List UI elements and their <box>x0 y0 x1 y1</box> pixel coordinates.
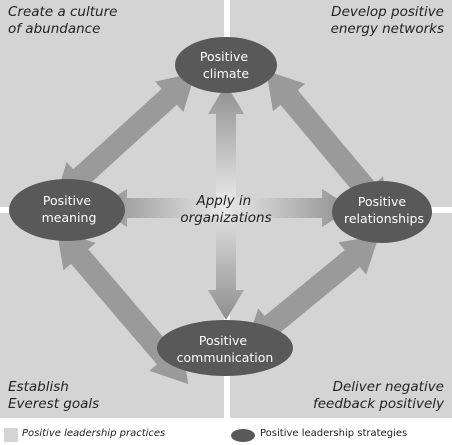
corner-bottom-right-label: Deliver negative feedback positively <box>313 379 444 412</box>
legend-practices-label: Positive leadership practices <box>22 428 166 439</box>
quadrant-top-left <box>0 0 224 207</box>
corner-bottom-left-label: Establish Everest goals <box>8 379 100 412</box>
legend-practices-swatch <box>4 428 18 442</box>
node-climate-line-1: Positive <box>200 49 248 64</box>
center-line-1: Apply in <box>195 193 251 209</box>
node-relationships-line-2: relationships <box>344 211 424 226</box>
corner-top-right-label: Develop positive energy networks <box>330 4 444 37</box>
node-positive-meaning <box>9 179 125 241</box>
node-meaning-line-2: meaning <box>42 210 97 225</box>
node-climate-label: Positive climate <box>200 49 252 81</box>
legend-strategies-label: Positive leadership strategies <box>260 428 408 439</box>
node-positive-communication <box>157 320 293 376</box>
node-communication-line-2: communication <box>177 350 274 365</box>
node-relationships-line-1: Positive <box>358 194 406 209</box>
corner-top-left-label: Create a culture of abundance <box>8 4 118 37</box>
arrow-climate-relationships <box>266 70 390 218</box>
arrow-climate-meaning <box>54 72 196 202</box>
center-line-2: organizations <box>180 210 271 226</box>
arrow-meaning-communication <box>56 229 189 385</box>
node-communication-line-1: Positive <box>199 333 247 348</box>
legend-strategies-swatch <box>231 429 255 442</box>
node-positive-relationships <box>332 181 432 243</box>
leadership-diagram: Positive climate Positive meaning Positi… <box>0 0 452 418</box>
center-label: Apply in organizations <box>180 193 271 226</box>
node-climate-line-2: climate <box>203 66 250 81</box>
arrow-horizontal-center <box>97 189 352 227</box>
node-communication-label: Positive communication <box>177 333 274 365</box>
node-relationships-label: Positive relationships <box>344 194 424 226</box>
quadrant-bottom-left <box>0 213 224 418</box>
arrow-relationships-communication <box>245 235 379 348</box>
node-positive-climate <box>175 37 277 93</box>
node-meaning-line-1: Positive <box>43 193 91 208</box>
node-meaning-label: Positive meaning <box>42 193 97 225</box>
